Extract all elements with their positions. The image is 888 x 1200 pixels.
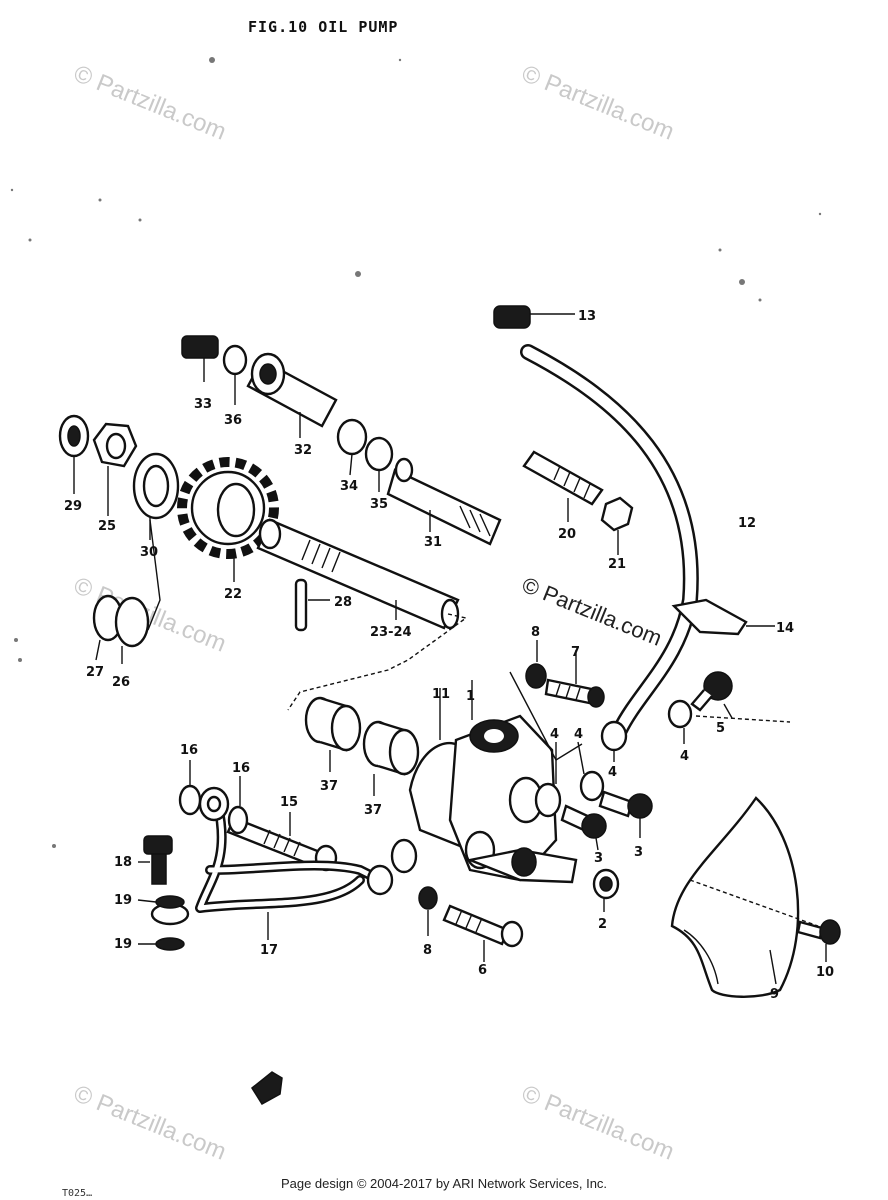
screw-8b (418, 886, 438, 910)
part-19a: 19 (114, 893, 132, 908)
washer-36 (222, 344, 248, 376)
washer-4b (667, 699, 693, 729)
part-32: 32 (294, 443, 312, 458)
bolt-10 (796, 919, 841, 962)
part-9: 9 (770, 987, 779, 1002)
collar-37a (304, 696, 362, 772)
bolt-33 (181, 335, 219, 382)
part-16a: 16 (180, 743, 198, 758)
part-33: 33 (194, 397, 212, 412)
bolt-5 (690, 671, 733, 719)
washer-16b (227, 805, 249, 835)
page-footer: Page design © 2004-2017 by ARI Network S… (280, 1176, 608, 1191)
part-23-24: 23-24 (370, 625, 412, 640)
part-36: 36 (224, 413, 242, 428)
figure-title: FIG.10 OIL PUMP (248, 18, 399, 36)
drawing-code: T025… (62, 1188, 93, 1199)
part-26: 26 (112, 675, 130, 690)
part-4d: 4 (574, 727, 583, 742)
scan-noise (10, 57, 822, 848)
clamp-13 (493, 305, 575, 329)
bolt-7 (544, 650, 605, 708)
washer-30 (132, 452, 180, 540)
part-4c: 4 (550, 727, 559, 742)
screw-8 (525, 663, 547, 689)
part-17: 17 (260, 943, 278, 958)
screw-3b (598, 790, 653, 838)
cover-9 (670, 796, 800, 998)
part-27: 27 (86, 665, 104, 680)
part-4a: 4 (608, 765, 617, 780)
bolt-6 (442, 904, 524, 962)
washer-4d (579, 770, 605, 802)
pinion-32 (246, 352, 338, 438)
part-37b: 37 (364, 803, 382, 818)
part-5: 5 (716, 721, 725, 736)
part-16b: 16 (232, 761, 250, 776)
part-22: 22 (224, 587, 242, 602)
washer-19b (155, 937, 185, 951)
part-1: 1 (466, 689, 475, 704)
part-28: 28 (334, 595, 352, 610)
part-8b: 8 (423, 943, 432, 958)
part-12: 12 (738, 516, 756, 531)
part-3b: 3 (634, 845, 643, 860)
part-3a: 3 (594, 851, 603, 866)
stud-20 (522, 450, 604, 522)
washer-19a (155, 895, 185, 909)
part-18: 18 (114, 855, 132, 870)
part-34: 34 (340, 479, 358, 494)
part-29: 29 (64, 499, 82, 514)
plate-14 (671, 598, 775, 636)
oil-line-17 (150, 786, 418, 940)
part-20: 20 (558, 527, 576, 542)
part-6: 6 (478, 963, 487, 978)
pump-body-1 (448, 714, 578, 884)
washer-16a (178, 784, 202, 816)
part-labels: 1 2 3 3 4 4 4 4 5 6 7 8 8 9 10 11 12 13 … (64, 309, 834, 1002)
plug-2 (592, 868, 620, 912)
part-25: 25 (98, 519, 116, 534)
gear-22 (177, 457, 279, 582)
part-7: 7 (571, 645, 580, 660)
pin-28 (294, 578, 330, 632)
part-14: 14 (776, 621, 794, 636)
part-4b: 4 (680, 749, 689, 764)
nut-25 (92, 422, 138, 516)
circlip-26 (114, 596, 150, 664)
part-8a: 8 (531, 625, 540, 640)
bolt-18 (138, 835, 173, 885)
washer-4c (534, 782, 562, 818)
direction-arrow-icon (251, 1071, 283, 1106)
part-10: 10 (816, 965, 834, 980)
part-13: 13 (578, 309, 596, 324)
shaft-31 (386, 457, 502, 546)
part-2: 2 (598, 917, 607, 932)
washer-4a (600, 720, 628, 752)
collar-37b (362, 720, 420, 796)
nut-21 (600, 496, 634, 532)
part-19b: 19 (114, 937, 132, 952)
part-31: 31 (424, 535, 442, 550)
part-11: 11 (432, 687, 450, 702)
seal-34 (336, 418, 368, 456)
part-35: 35 (370, 497, 388, 512)
part-37a: 37 (320, 779, 338, 794)
washer-35 (364, 436, 394, 472)
part-30: 30 (140, 545, 158, 560)
part-21: 21 (608, 557, 626, 572)
part-15: 15 (280, 795, 298, 810)
screw-3a (560, 804, 607, 851)
